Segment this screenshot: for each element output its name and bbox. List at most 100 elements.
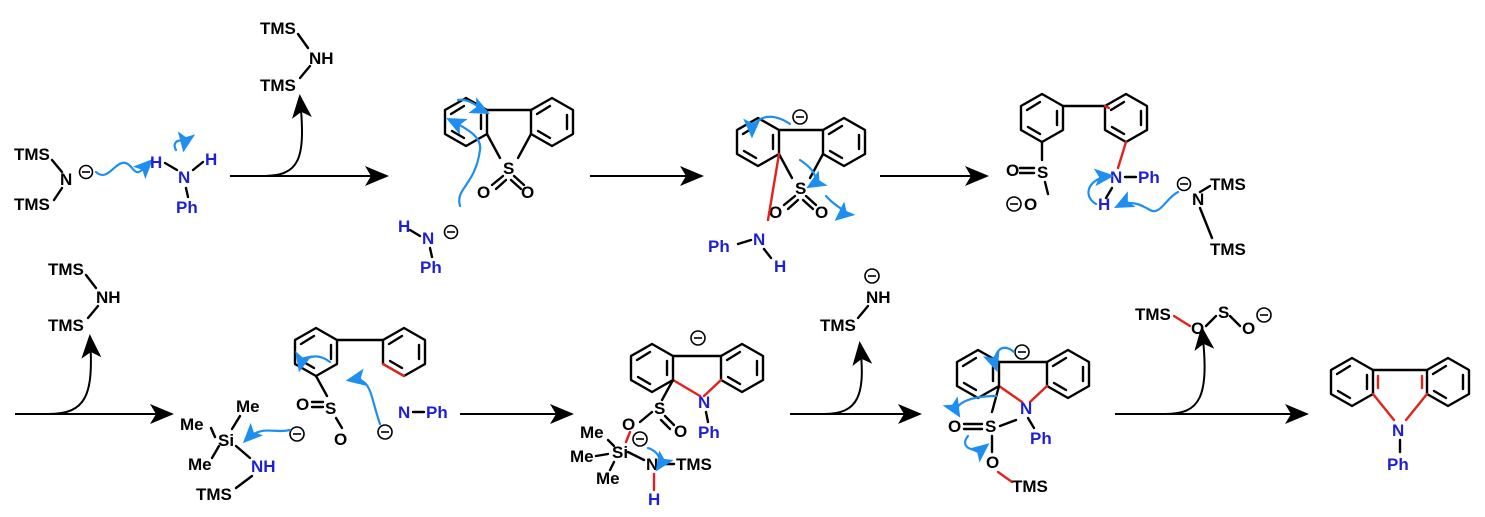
tms-label: TMS — [260, 76, 296, 95]
tms-label: TMS — [48, 260, 84, 279]
tms-label: TMS — [1210, 175, 1246, 194]
ph-label: Ph — [1030, 429, 1052, 448]
negative-charge-icon — [377, 424, 393, 440]
curved-byproduct-arrow-icon — [47, 334, 102, 415]
o-label: O — [769, 203, 782, 222]
negative-charge-icon — [1006, 196, 1022, 212]
curly-electron-arrow-icon — [743, 115, 792, 139]
s-label: S — [325, 399, 336, 418]
hmds-anion-step1: TMS N TMS — [14, 145, 94, 214]
aniline: H N H Ph — [150, 131, 217, 217]
o-label: O — [986, 453, 999, 472]
ph-label: Ph — [1387, 455, 1409, 474]
n-label: N — [398, 403, 410, 422]
n-label: N — [60, 170, 72, 189]
curved-byproduct-arrow-icon — [1164, 326, 1215, 415]
tms-label: TMS — [196, 485, 232, 504]
h-label: H — [150, 153, 162, 172]
ph-label: Ph — [698, 423, 720, 442]
o-label: O — [674, 422, 687, 441]
dibenzothiophene-dioxide: S O O — [443, 96, 575, 202]
o-label: O — [477, 183, 490, 202]
negative-charge-icon — [78, 164, 94, 180]
si-label: Si — [218, 431, 234, 450]
h-label: H — [1098, 195, 1110, 214]
anilide-anion: H N Ph — [398, 217, 459, 277]
curly-electron-arrow-icon — [94, 158, 154, 180]
nh-label: NH — [866, 288, 891, 307]
n-phenylcarbazole-product: N Ph — [1329, 356, 1471, 474]
me-label: Me — [580, 423, 604, 442]
n-label: N — [1020, 399, 1032, 418]
n-label: N — [753, 230, 765, 249]
ph-label: Ph — [420, 258, 442, 277]
biaryl-sulfinate: S O O N Ph H — [1006, 92, 1160, 214]
negative-charge-icon — [864, 268, 880, 284]
tms-label: TMS — [14, 195, 50, 214]
curly-electron-arrow-icon — [345, 368, 382, 426]
h-label: H — [398, 217, 410, 236]
o-label: O — [1024, 195, 1037, 214]
curly-electron-arrow-icon — [446, 118, 482, 208]
n-label: N — [698, 393, 710, 412]
negative-charge-icon — [690, 330, 706, 346]
ph-label: Ph — [708, 237, 730, 256]
negative-charge-icon — [1256, 307, 1272, 323]
tms-label: TMS — [260, 19, 296, 38]
negative-charge-icon — [443, 224, 459, 240]
o-label: O — [948, 417, 961, 436]
o-label: O — [622, 415, 635, 434]
hmds-byproduct-2: TMS NH TMS — [48, 260, 121, 335]
curly-electron-arrow-icon — [646, 446, 674, 472]
o-label: O — [334, 430, 347, 449]
me-label: Me — [188, 455, 212, 474]
s-label: S — [503, 159, 514, 178]
si-label: Si — [612, 443, 628, 462]
o-label: O — [1006, 161, 1019, 180]
curly-electron-arrow-icon — [1087, 168, 1115, 206]
s-label: S — [985, 417, 996, 436]
h-label: H — [205, 150, 217, 169]
nh-label: NH — [309, 49, 334, 68]
ipso-adduct: S O O Ph N H — [708, 109, 867, 276]
tms-label: TMS — [48, 316, 84, 335]
n-label: N — [646, 455, 658, 474]
me-label: Me — [236, 397, 260, 416]
ph-label: Ph — [1138, 168, 1160, 187]
tms-label: TMS — [1012, 477, 1048, 496]
ph-label: Ph — [176, 198, 198, 217]
tms-label: TMS — [14, 145, 50, 164]
negative-charge-icon — [289, 426, 305, 442]
ph-label: Ph — [426, 403, 448, 422]
spiro-sulfinate-adduct: N Ph S O O Me Si Me Me N TMS H — [570, 330, 765, 509]
curly-electron-arrow-icon — [982, 346, 1016, 373]
h-label: H — [774, 257, 786, 276]
curved-byproduct-arrow-icon — [823, 341, 873, 415]
silyl-sulfinate-ester-adduct: N Ph S O O TMS — [942, 344, 1091, 496]
o-label: O — [815, 203, 828, 222]
n-label: N — [422, 229, 434, 248]
n-label: N — [1110, 168, 1122, 187]
curved-byproduct-arrow-icon — [261, 94, 312, 177]
h-label: H — [648, 490, 660, 509]
me-label: Me — [596, 469, 620, 488]
hmds-byproduct: TMS NH TMS — [260, 19, 334, 95]
n-label: N — [1192, 190, 1204, 209]
hmds-anion-step4: N TMS TMS — [1176, 175, 1246, 259]
o-label: O — [1242, 319, 1255, 338]
n-label: N — [178, 168, 190, 187]
tms-label: TMS — [1135, 305, 1171, 324]
silyl-sulfoxylate-byproduct: TMS O S O — [1135, 303, 1272, 338]
o-label: O — [1191, 319, 1204, 338]
silyl-transfer-complex: S O O N Ph — [289, 326, 448, 449]
tmsnh-sime3: Me Me Si Me NH TMS — [180, 397, 292, 504]
o-label: O — [296, 395, 309, 414]
negative-charge-icon — [632, 431, 648, 447]
tms-label: TMS — [820, 316, 856, 335]
s-label: S — [654, 399, 665, 418]
negative-charge-icon — [792, 109, 808, 125]
s-label: S — [1218, 303, 1229, 322]
nh-label: NH — [96, 288, 121, 307]
s-label: S — [1037, 163, 1048, 182]
